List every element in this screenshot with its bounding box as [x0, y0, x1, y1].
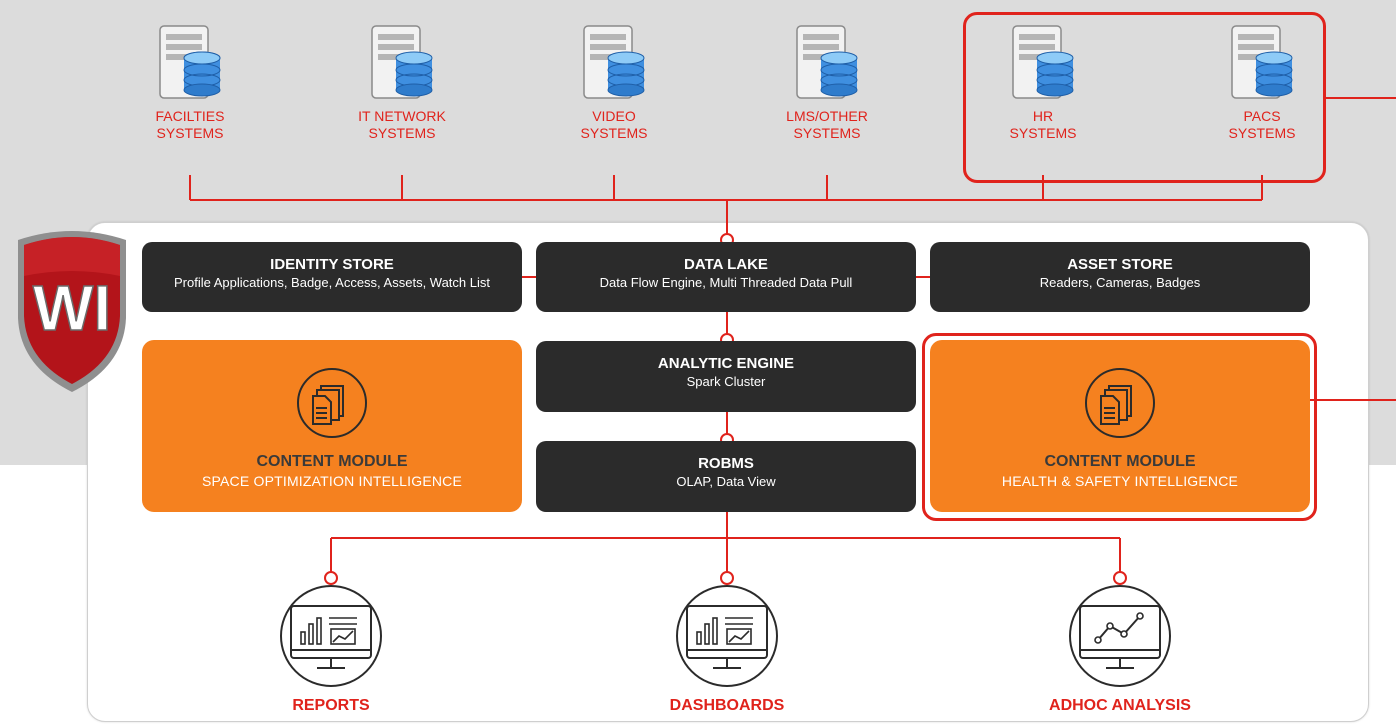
identity-store: IDENTITY STORE Profile Applications, Bad…: [142, 242, 522, 312]
database-server-icon: [1231, 25, 1293, 99]
database-server-icon: [371, 25, 433, 99]
content-module-space: CONTENT MODULE SPACE OPTIMIZATION INTELL…: [142, 340, 522, 512]
database-server-icon: [796, 25, 858, 99]
data-lake: DATA LAKE Data Flow Engine, Multi Thread…: [536, 242, 916, 312]
asset-store-subtitle: Readers, Cameras, Badges: [1039, 275, 1201, 290]
identity-store-title: IDENTITY STORE: [270, 256, 394, 273]
robms-title: ROBMS: [698, 455, 754, 472]
data-lake-title: DATA LAKE: [684, 256, 768, 273]
source-lms-other: LMS/OTHER SYSTEMS: [752, 22, 902, 142]
logo-text: WI: [33, 272, 111, 344]
bar-chart-monitor-icon: [280, 585, 382, 687]
database-server-icon: [583, 25, 645, 99]
source-label: IT NETWORK SYSTEMS: [358, 108, 446, 141]
content-module-health: CONTENT MODULE HEALTH & SAFETY INTELLIGE…: [930, 340, 1310, 512]
identity-store-subtitle: Profile Applications, Badge, Access, Ass…: [173, 275, 490, 290]
asset-store-title: ASSET STORE: [1067, 256, 1173, 273]
source-it-network: IT NETWORK SYSTEMS: [327, 22, 477, 142]
content-module-title: CONTENT MODULE: [1044, 453, 1196, 470]
source-pacs: PACS SYSTEMS: [1187, 22, 1337, 142]
robms-subtitle: OLAP, Data View: [676, 474, 776, 489]
output-adhoc: ADHOC ANALYSIS: [1020, 584, 1220, 715]
output-label: DASHBOARDS: [669, 697, 785, 714]
asset-store: ASSET STORE Readers, Cameras, Badges: [930, 242, 1310, 312]
output-reports: REPORTS: [231, 584, 431, 715]
data-lake-subtitle: Data Flow Engine, Multi Threaded Data Pu…: [599, 275, 853, 290]
content-module-subtitle: SPACE OPTIMIZATION INTELLIGENCE: [201, 473, 463, 489]
content-module-title: CONTENT MODULE: [256, 453, 408, 470]
line-chart-monitor-icon: [1069, 585, 1171, 687]
output-label: ADHOC ANALYSIS: [1049, 697, 1191, 714]
source-label: PACS SYSTEMS: [1228, 108, 1296, 141]
source-facilities: FACILTIES SYSTEMS: [115, 22, 265, 142]
database-server-icon: [1012, 25, 1074, 99]
robms: ROBMS OLAP, Data View: [536, 441, 916, 512]
database-server-icon: [159, 25, 221, 99]
documents-icon: [1085, 368, 1155, 438]
analytic-engine: ANALYTIC ENGINE Spark Cluster: [536, 341, 916, 412]
source-label: HR SYSTEMS: [1009, 108, 1077, 141]
wi-shield-logo: WI: [18, 231, 126, 392]
analytic-engine-subtitle: Spark Cluster: [686, 374, 766, 389]
output-label: REPORTS: [292, 697, 370, 714]
health-safety-highlight: [922, 333, 1317, 521]
analytic-engine-title: ANALYTIC ENGINE: [657, 355, 795, 372]
source-label: LMS/OTHER SYSTEMS: [786, 108, 868, 141]
source-label: VIDEO SYSTEMS: [580, 108, 648, 141]
output-dashboards: DASHBOARDS: [627, 584, 827, 715]
hr-pacs-highlight: [963, 12, 1326, 183]
bar-chart-monitor-icon: [676, 585, 778, 687]
content-module-subtitle: HEALTH & SAFETY INTELLIGENCE: [1001, 473, 1239, 489]
source-label: FACILTIES SYSTEMS: [155, 108, 225, 141]
source-video: VIDEO SYSTEMS: [539, 22, 689, 142]
documents-icon: [297, 368, 367, 438]
source-hr: HR SYSTEMS: [968, 22, 1118, 142]
